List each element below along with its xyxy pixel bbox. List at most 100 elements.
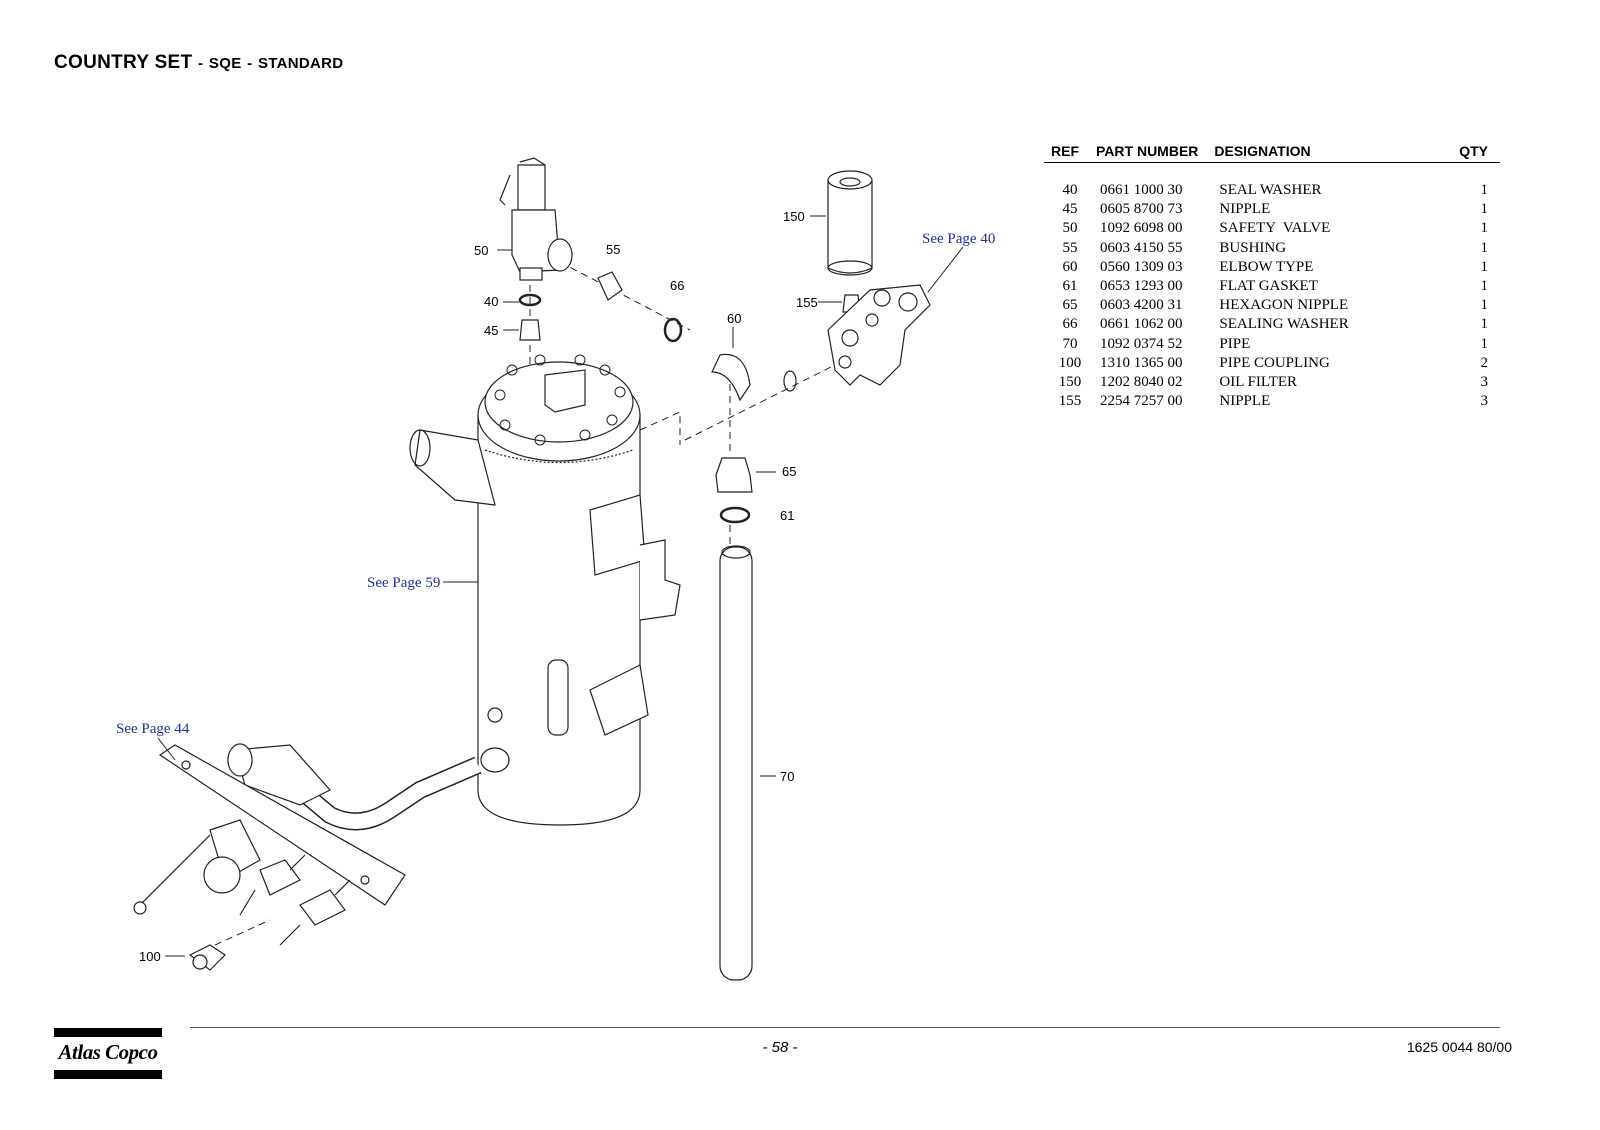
cell-designation: SEAL WASHER bbox=[1219, 182, 1322, 199]
flat-gasket-61 bbox=[719, 506, 751, 524]
callout-70: 70 bbox=[780, 769, 794, 784]
parts-list-table: REF PART NUMBER DESIGNATION QTY 40 0661 … bbox=[1044, 140, 1500, 411]
table-row: 61 0653 1293 00 FLAT GASKET 1 bbox=[1044, 277, 1500, 296]
gasket-ring bbox=[783, 370, 797, 392]
seal-washer-40 bbox=[518, 293, 542, 307]
cell-qty: 1 bbox=[1480, 335, 1489, 352]
cell-ref: 66 bbox=[1062, 316, 1078, 333]
callout-61: 61 bbox=[780, 508, 794, 523]
cell-designation: BUSHING bbox=[1219, 239, 1287, 256]
cell-designation: PIPE bbox=[1219, 335, 1251, 352]
table-row: 70 1092 0374 52 PIPE 1 bbox=[1044, 335, 1500, 354]
cell-designation: ELBOW TYPE bbox=[1219, 258, 1314, 275]
cell-qty: 1 bbox=[1480, 201, 1489, 218]
table-row: 155 2254 7257 00 NIPPLE 3 bbox=[1044, 392, 1500, 411]
hexagon-nipple-65 bbox=[715, 457, 753, 493]
title-main: COUNTRY SET bbox=[54, 52, 193, 73]
cell-part-number: 0661 1000 30 bbox=[1100, 182, 1183, 199]
cell-part-number: 1092 6098 00 bbox=[1100, 220, 1183, 237]
cell-part-number: 1310 1365 00 bbox=[1100, 354, 1183, 371]
callout-40: 40 bbox=[484, 294, 498, 309]
cell-qty: 1 bbox=[1480, 258, 1489, 275]
cell-ref: 40 bbox=[1062, 182, 1078, 199]
pipe-70 bbox=[719, 545, 753, 981]
elbow-60 bbox=[711, 353, 751, 402]
title-separator: - bbox=[247, 55, 253, 72]
title-variant: STANDARD bbox=[257, 55, 344, 72]
table-row: 45 0605 8700 73 NIPPLE 1 bbox=[1044, 200, 1500, 219]
cell-designation: NIPPLE bbox=[1219, 393, 1271, 410]
cell-part-number: 0605 8700 73 bbox=[1100, 201, 1183, 218]
cell-qty: 1 bbox=[1480, 297, 1489, 314]
callout-45: 45 bbox=[484, 323, 498, 338]
safety-valve bbox=[499, 157, 573, 281]
table-row: 150 1202 8040 02 OIL FILTER 3 bbox=[1044, 373, 1500, 392]
cell-designation: SAFETY VALVE bbox=[1219, 220, 1331, 237]
callout-55: 55 bbox=[606, 242, 620, 257]
callout-50: 50 bbox=[474, 243, 488, 258]
cell-ref: 50 bbox=[1062, 220, 1078, 237]
cell-part-number: 1202 8040 02 bbox=[1100, 373, 1183, 390]
cell-ref: 45 bbox=[1062, 201, 1078, 218]
cell-designation: SEALING WASHER bbox=[1219, 316, 1349, 333]
title-separator: - bbox=[198, 55, 204, 72]
cell-part-number: 0603 4150 55 bbox=[1100, 239, 1183, 256]
cell-part-number: 0560 1309 03 bbox=[1100, 258, 1183, 275]
cell-ref: 150 bbox=[1058, 373, 1082, 390]
cell-part-number: 1092 0374 52 bbox=[1100, 335, 1183, 352]
logo-bar-top bbox=[54, 1028, 162, 1037]
cell-ref: 60 bbox=[1062, 258, 1078, 275]
table-row: 60 0560 1309 03 ELBOW TYPE 1 bbox=[1044, 258, 1500, 277]
callout-150: 150 bbox=[783, 209, 805, 224]
logo-wordmark: Atlas Copco bbox=[58, 1040, 158, 1064]
callout-65: 65 bbox=[782, 464, 796, 479]
table-row: 65 0603 4200 31 HEXAGON NIPPLE 1 bbox=[1044, 296, 1500, 315]
cell-ref: 100 bbox=[1058, 354, 1082, 371]
cell-qty: 1 bbox=[1480, 316, 1489, 333]
document-number: 1625 0044 80/00 bbox=[1406, 1039, 1512, 1055]
cell-designation: NIPPLE bbox=[1219, 201, 1271, 218]
column-header-part-number: PART NUMBER bbox=[1096, 140, 1215, 163]
table-row: 66 0661 1062 00 SEALING WASHER 1 bbox=[1044, 315, 1500, 334]
table-header-row: REF PART NUMBER DESIGNATION QTY bbox=[1044, 140, 1500, 163]
atlas-copco-logo: Atlas Copco bbox=[54, 1028, 162, 1080]
cell-qty: 1 bbox=[1480, 239, 1489, 256]
cell-ref: 155 bbox=[1058, 393, 1082, 410]
table-row: 40 0661 1000 30 SEAL WASHER 1 bbox=[1044, 181, 1500, 200]
outlet-pipe-assembly bbox=[133, 743, 510, 971]
cell-qty: 3 bbox=[1480, 373, 1489, 390]
see-page-44-link[interactable]: See Page 44 bbox=[116, 721, 190, 737]
cell-designation: HEXAGON NIPPLE bbox=[1219, 297, 1349, 314]
column-header-qty: QTY bbox=[1447, 140, 1500, 163]
cell-qty: 3 bbox=[1480, 393, 1489, 410]
logo-bar-bottom bbox=[54, 1070, 162, 1079]
cell-qty: 1 bbox=[1480, 278, 1489, 295]
callout-155: 155 bbox=[796, 295, 818, 310]
see-page-59-link[interactable]: See Page 59 bbox=[367, 575, 440, 591]
cell-designation: FLAT GASKET bbox=[1219, 278, 1318, 295]
footer-divider bbox=[190, 1027, 1500, 1028]
exploded-parts-drawing: 50 55 66 40 45 60 150 155 65 61 70 100 S… bbox=[116, 157, 995, 981]
cell-part-number: 0653 1293 00 bbox=[1100, 278, 1183, 295]
cell-ref: 55 bbox=[1062, 239, 1078, 256]
cell-designation: PIPE COUPLING bbox=[1219, 354, 1330, 371]
page-number: - 58 - bbox=[762, 1039, 798, 1056]
callout-66: 66 bbox=[670, 278, 684, 293]
nipple-45 bbox=[519, 319, 541, 341]
cell-qty: 1 bbox=[1480, 220, 1489, 237]
cell-qty: 1 bbox=[1480, 182, 1489, 199]
table-row: 100 1310 1365 00 PIPE COUPLING 2 bbox=[1044, 354, 1500, 373]
air-receiver-vessel bbox=[409, 354, 681, 826]
title-model: SQE bbox=[208, 55, 242, 72]
cell-ref: 70 bbox=[1062, 335, 1078, 352]
sealing-washer-66 bbox=[663, 317, 683, 343]
table-row: 55 0603 4150 55 BUSHING 1 bbox=[1044, 239, 1500, 258]
cell-part-number: 0603 4200 31 bbox=[1100, 297, 1183, 314]
column-header-designation: DESIGNATION bbox=[1214, 140, 1448, 163]
cell-designation: OIL FILTER bbox=[1219, 373, 1298, 390]
cell-ref: 65 bbox=[1062, 297, 1078, 314]
cell-ref: 61 bbox=[1062, 278, 1078, 295]
see-page-40-link[interactable]: See Page 40 bbox=[922, 231, 995, 247]
bushing-55 bbox=[597, 271, 623, 301]
column-header-ref: REF bbox=[1044, 140, 1096, 163]
